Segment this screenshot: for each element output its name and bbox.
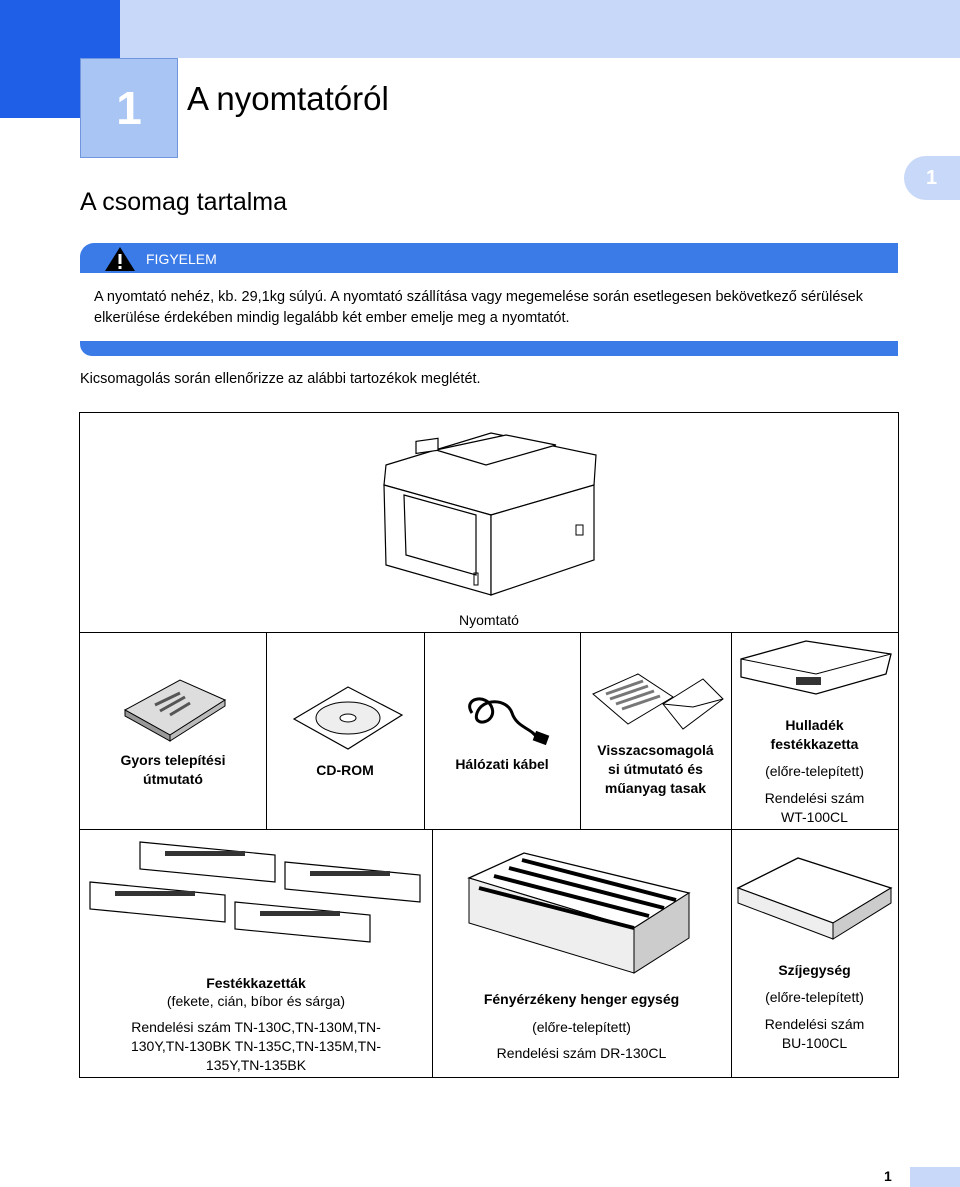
header-bar-right bbox=[120, 0, 960, 58]
belt-unit-illustration bbox=[736, 857, 893, 940]
repack-label-2: si útmutató és bbox=[608, 761, 703, 777]
toners-order-3: 135Y,TN-135BK bbox=[205, 1057, 307, 1073]
drum-unit-illustration bbox=[467, 852, 691, 974]
belt-order-1: Rendelési szám bbox=[764, 1016, 865, 1032]
repack-label-1: Visszacsomagolá bbox=[597, 742, 714, 758]
toners-sub: (fekete, cián, bíbor és sárga) bbox=[166, 993, 346, 1009]
toners-order-1: Rendelési szám TN-130C,TN-130M,TN- bbox=[131, 1019, 381, 1035]
cable-label: Hálózati kábel bbox=[455, 756, 549, 772]
cdrom-illustration bbox=[292, 686, 404, 750]
contents-table: Nyomtató Gyors telepítési útmutató CD-RO… bbox=[79, 412, 899, 1078]
power-cable-illustration bbox=[468, 697, 550, 746]
waste-toner-order-1: Rendelési szám bbox=[764, 790, 865, 806]
page-number: 1 bbox=[884, 1168, 892, 1184]
waste-toner-order-2: WT-100CL bbox=[781, 809, 848, 825]
waste-toner-title-2: festékkazetta bbox=[770, 736, 859, 752]
belt-order-2: BU-100CL bbox=[781, 1035, 848, 1051]
drum-sub: (előre-telepített) bbox=[532, 1019, 631, 1035]
warning-footer bbox=[80, 341, 898, 356]
repack-label-3: műanyag tasak bbox=[604, 780, 707, 796]
waste-toner-sub: (előre-telepített) bbox=[765, 763, 864, 779]
printer-illustration bbox=[383, 432, 597, 596]
warning-triangle-icon bbox=[105, 247, 135, 271]
belt-title: Szíjegység bbox=[778, 962, 851, 978]
warning-label: FIGYELEM bbox=[146, 251, 217, 267]
cdrom-label: CD-ROM bbox=[316, 762, 374, 778]
belt-sub: (előre-telepített) bbox=[765, 989, 864, 1005]
toners-title: Festékkazetták bbox=[206, 975, 306, 991]
section-title: A csomag tartalma bbox=[80, 188, 288, 216]
quick-guide-illustration bbox=[123, 679, 227, 742]
drum-title: Fényérzékeny henger egység bbox=[483, 991, 680, 1007]
chapter-title: A nyomtatóról bbox=[187, 80, 389, 117]
footer-bar bbox=[910, 1167, 960, 1187]
repack-illustration bbox=[592, 673, 724, 730]
printer-label: Nyomtató bbox=[459, 612, 519, 628]
toners-order-2: 130Y,TN-130BK TN-135C,TN-135M,TN- bbox=[130, 1038, 382, 1054]
chapter-number: 1 bbox=[80, 58, 178, 158]
quick-guide-label-2: útmutató bbox=[143, 771, 203, 787]
drum-order: Rendelési szám DR-130CL bbox=[496, 1045, 667, 1061]
intro-text: Kicsomagolás során ellenőrizze az alábbi… bbox=[80, 371, 481, 387]
chapter-side-tab[interactable]: 1 bbox=[904, 156, 960, 200]
toner-cartridges-illustration bbox=[89, 841, 421, 943]
warning-header bbox=[80, 243, 898, 273]
quick-guide-label-1: Gyors telepítési bbox=[120, 752, 226, 768]
warning-text: A nyomtató nehéz, kb. 29,1kg súlyú. A ny… bbox=[94, 289, 863, 326]
waste-toner-illustration bbox=[740, 640, 892, 695]
waste-toner-title-1: Hulladék bbox=[785, 717, 844, 733]
